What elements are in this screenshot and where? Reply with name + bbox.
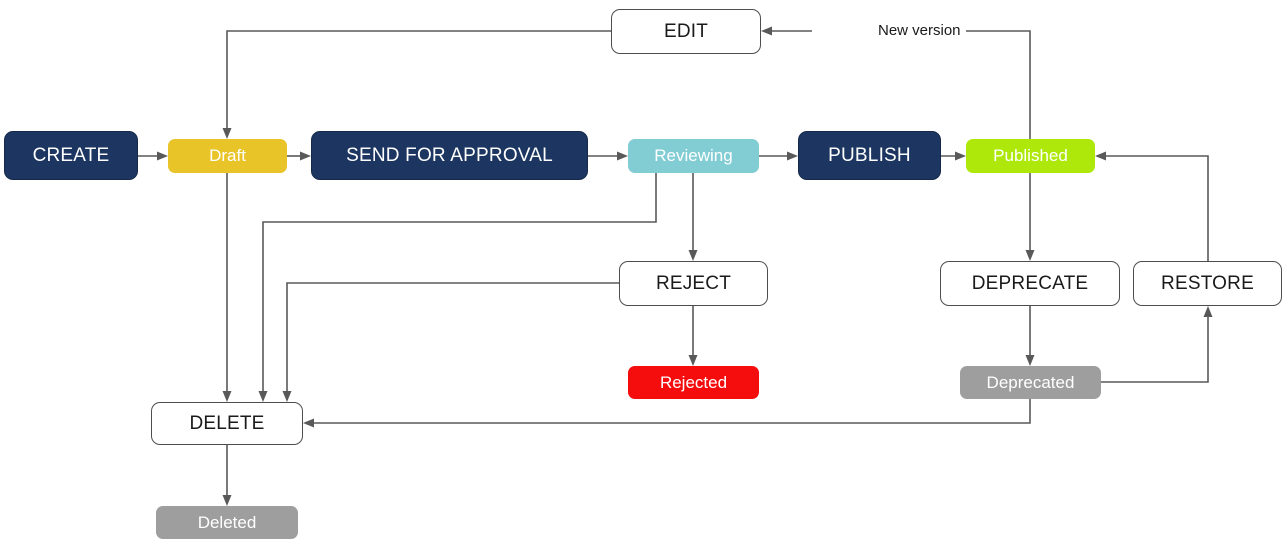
node-publish[interactable]: PUBLISH [798,131,941,180]
edge-edit-to-draft [222,30,611,139]
node-send-for-approval[interactable]: SEND FOR APPROVAL [311,131,588,180]
edge-reject-to-rejected [688,306,698,366]
edge-reviewing-to-reject [688,173,698,261]
edge-draft-to-send [287,151,311,161]
node-reject[interactable]: REJECT [619,261,768,306]
edge-draft-to-delete [222,173,232,402]
edge-create-to-draft [138,151,168,161]
edge-label-new-version: New version [873,22,966,39]
edge-deprecate-to-deprecated [1025,306,1035,366]
edge-restore-to-published [1095,151,1209,261]
node-edit[interactable]: EDIT [611,9,761,54]
edge-publish-to-published [941,151,966,161]
node-state-published[interactable]: Published [966,139,1095,173]
node-delete[interactable]: DELETE [151,402,303,445]
edge-reviewing-to-publish [759,151,798,161]
node-state-reviewing[interactable]: Reviewing [628,139,759,173]
node-state-deleted[interactable]: Deleted [156,506,298,539]
edge-deprecated-to-delete [303,399,1031,428]
edge-delete-to-deleted [222,445,232,506]
node-deprecate[interactable]: DEPRECATE [940,261,1120,306]
node-restore[interactable]: RESTORE [1133,261,1282,306]
edge-published-to-edit [761,26,1031,139]
edge-deprecated-to-restore [1101,306,1213,383]
node-state-deprecated[interactable]: Deprecated [960,366,1101,399]
node-state-rejected[interactable]: Rejected [628,366,759,399]
edge-send-to-reviewing [588,151,628,161]
edge-reject-to-delete [282,282,619,402]
node-state-draft[interactable]: Draft [168,139,287,173]
edge-reviewing-to-delete [258,173,657,402]
node-create[interactable]: CREATE [4,131,138,180]
